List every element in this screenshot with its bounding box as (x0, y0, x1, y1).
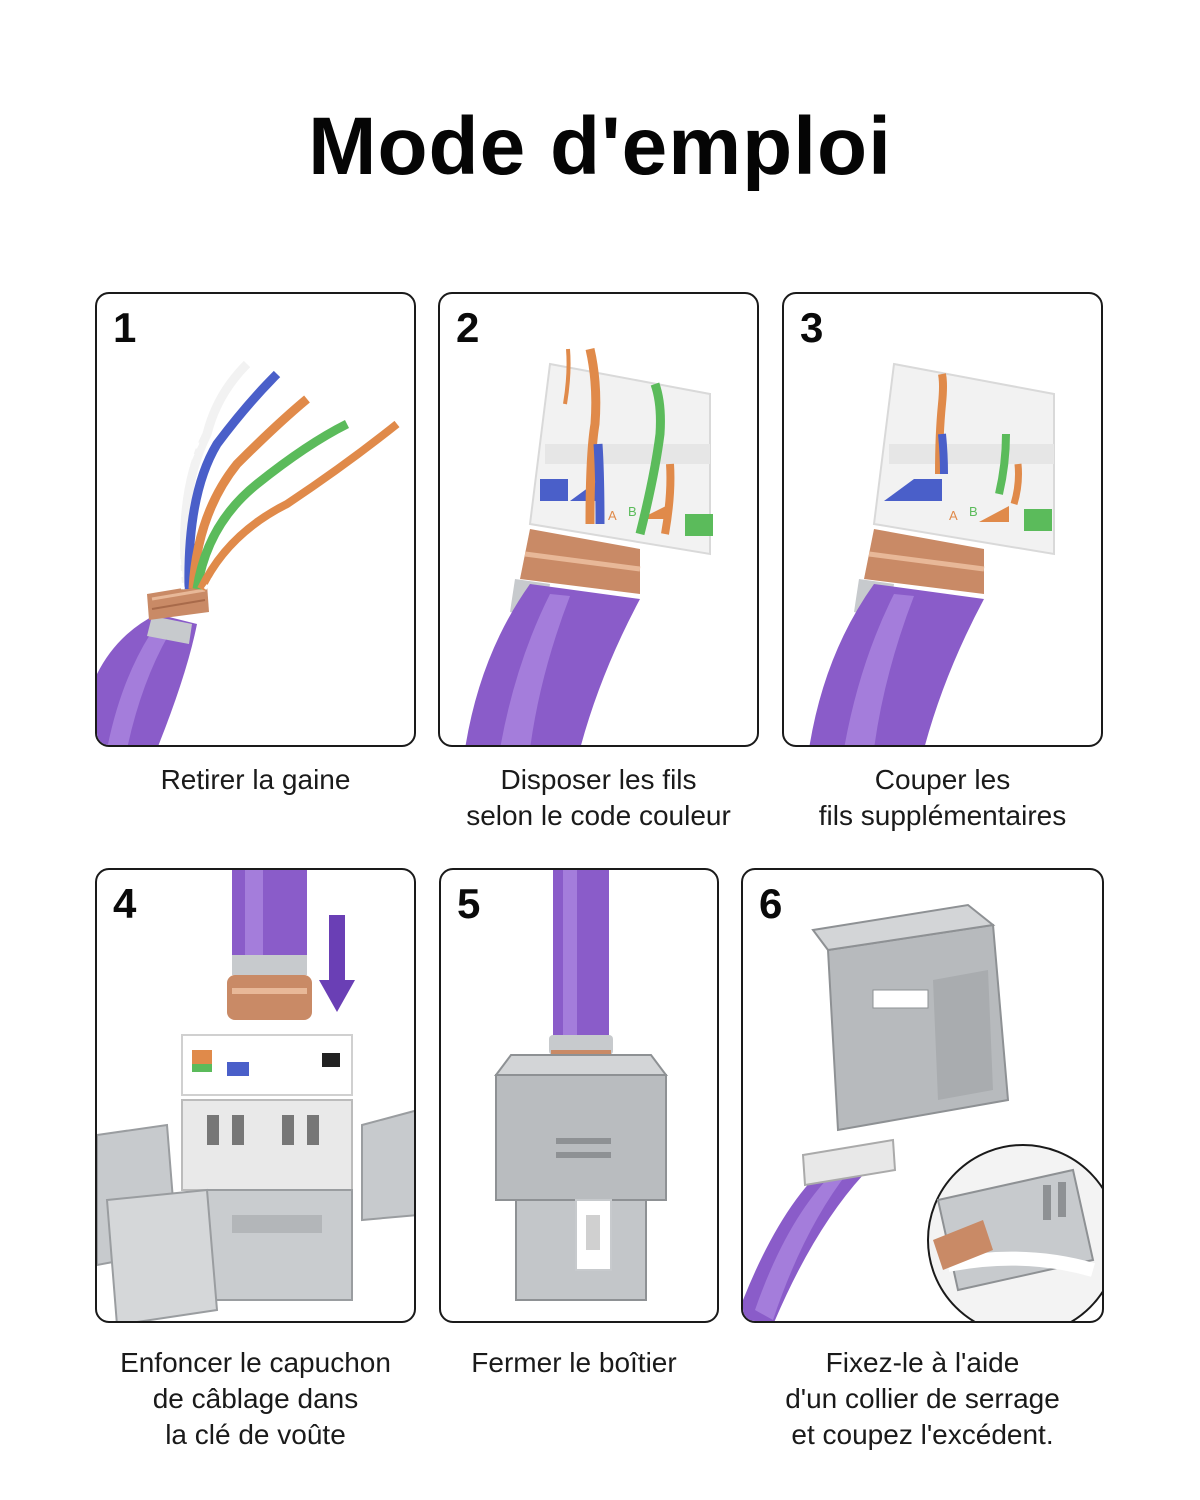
step-6-panel: 6 (741, 868, 1104, 1323)
cable-tie-illustration (743, 903, 1102, 1321)
label-b: B (969, 504, 978, 519)
step-3-caption: Couper les fils supplémentaires (782, 762, 1103, 834)
step-5-caption: Fermer le boîtier (439, 1345, 709, 1381)
step-2-number: 2 (456, 304, 480, 351)
step-6-caption: Fixez-le à l'aide d'un collier de serrag… (741, 1345, 1104, 1453)
page-title: Mode d'emploi (308, 101, 892, 192)
close-housing-illustration (494, 870, 668, 1301)
label-a: A (608, 508, 617, 523)
step-1-number: 1 (113, 304, 137, 351)
step-1-caption: Retirer la gaine (95, 762, 416, 798)
step-2-caption: Disposer les fils selon le code couleur (438, 762, 759, 834)
step-1-caption-line: Retirer la gaine (160, 764, 351, 795)
step-5-panel: 5 (439, 868, 719, 1323)
step-2-caption-line-2: selon le code couleur (466, 800, 731, 831)
step-4-number: 4 (113, 880, 137, 927)
step-3-caption-line-1: Couper les (874, 764, 1011, 795)
step-4-panel: 4 (95, 868, 416, 1323)
step-5-caption-line: Fermer le boîtier (471, 1347, 677, 1378)
step-4-caption-line-3: la clé de voûte (165, 1419, 346, 1450)
step-6-caption-line-3: et coupez l'excédent. (791, 1419, 1054, 1450)
step-4-caption-line-2: de câblage dans (152, 1383, 359, 1414)
label-a: A (949, 508, 958, 523)
step-4-caption: Enfoncer le capuchon de câblage dans la … (95, 1345, 416, 1453)
step-3-number: 3 (800, 304, 824, 351)
step-5-number: 5 (457, 880, 481, 927)
strip-jacket-illustration (97, 360, 400, 745)
step-3-caption-line-2: fils supplémentaires (818, 800, 1067, 831)
insert-cap-illustration (97, 870, 414, 1321)
step-6-caption-line-2: d'un collier de serrage (785, 1383, 1060, 1414)
cut-wires-illustration: A B (809, 362, 1055, 745)
arrange-wires-illustration: A B (465, 347, 713, 745)
step-1-panel: 1 (95, 292, 416, 747)
step-6-number: 6 (759, 880, 783, 927)
step-2-panel: 2 A B (438, 292, 759, 747)
step-3-panel: 3 A B (782, 292, 1103, 747)
step-4-caption-line-1: Enfoncer le capuchon (120, 1347, 391, 1378)
step-2-caption-line-1: Disposer les fils (500, 764, 697, 795)
step-6-caption-line-1: Fixez-le à l'aide (825, 1347, 1020, 1378)
label-b: B (628, 504, 637, 519)
